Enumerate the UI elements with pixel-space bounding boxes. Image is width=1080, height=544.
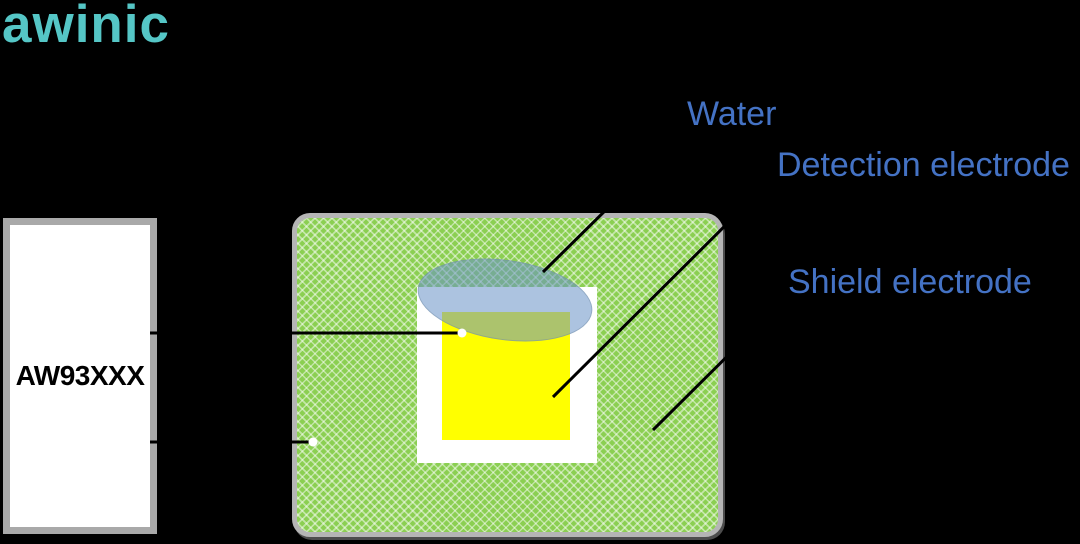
detection-electrode-label: Detection electrode: [777, 146, 1070, 184]
chip-label: AW93XXX: [15, 360, 145, 391]
awinic-logo: awinic: [2, 0, 171, 54]
water-label: Water: [687, 95, 777, 133]
shield-electrode-label: Shield electrode: [788, 263, 1032, 301]
chip-box: AW93XXX: [3, 218, 157, 534]
